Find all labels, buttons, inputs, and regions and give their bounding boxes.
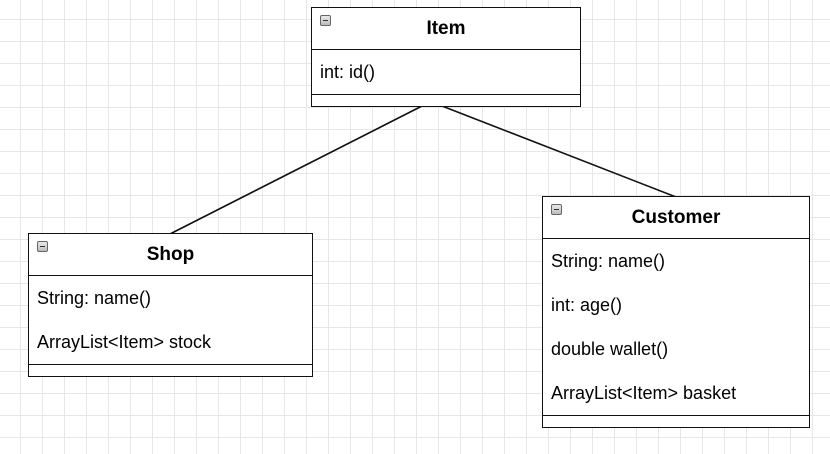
association-item-shop[interactable] (169, 105, 423, 235)
class-customer-attribute[interactable]: ArrayList<Item> basket (551, 383, 737, 403)
class-customer-header[interactable]: Customer (543, 197, 809, 239)
class-shop-header[interactable]: Shop (29, 234, 312, 276)
class-item-methods-compartment (312, 94, 580, 98)
class-customer-attribute[interactable]: int: age() (551, 295, 623, 315)
class-customer-title: Customer (631, 206, 721, 228)
class-item-header[interactable]: Item (312, 8, 580, 50)
class-shop-attribute[interactable]: ArrayList<Item> stock (37, 332, 212, 352)
class-shop[interactable]: Shop String: name() ArrayList<Item> stoc… (28, 233, 313, 377)
class-shop-attributes: String: name() ArrayList<Item> stock (29, 276, 312, 364)
class-customer-attribute[interactable]: double wallet() (551, 339, 669, 359)
collapse-minus-icon[interactable] (551, 204, 562, 215)
class-customer-methods-compartment (543, 415, 809, 419)
class-shop-attribute[interactable]: String: name() (37, 288, 152, 308)
class-shop-methods-compartment (29, 364, 312, 368)
class-customer-attributes: String: name() int: age() double wallet(… (543, 239, 809, 415)
collapse-minus-icon[interactable] (320, 15, 331, 26)
class-item-title: Item (426, 17, 466, 39)
association-item-customer[interactable] (441, 105, 677, 198)
class-item-attribute[interactable]: int: id() (320, 62, 376, 82)
class-customer[interactable]: Customer String: name() int: age() doubl… (542, 196, 810, 428)
class-item[interactable]: Item int: id() (311, 7, 581, 107)
class-customer-attribute[interactable]: String: name() (551, 251, 666, 271)
class-item-attributes: int: id() (312, 50, 580, 94)
class-shop-title: Shop (146, 243, 195, 265)
collapse-minus-icon[interactable] (37, 241, 48, 252)
